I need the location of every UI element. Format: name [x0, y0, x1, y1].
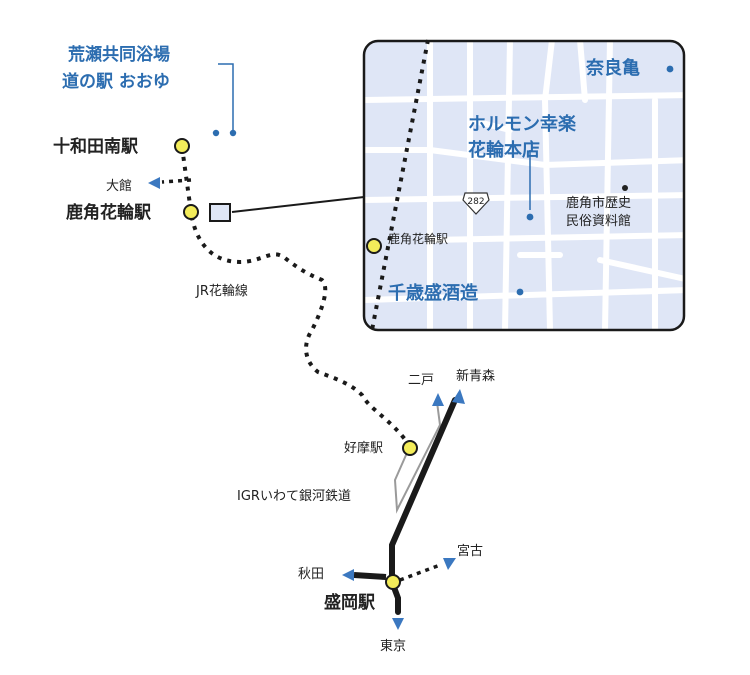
morioka-station-marker: [385, 574, 401, 590]
tokyo-label: 東京: [380, 639, 407, 654]
morioka-label: 盛岡駅: [324, 593, 375, 613]
nohe-arrow: [432, 393, 444, 406]
museum-label-1: 鹿角市歴史: [566, 196, 632, 211]
route-282-label: 282: [467, 197, 484, 207]
horumon-marker: [526, 213, 534, 221]
kazuno-hanawa-label: 鹿角花輪駅: [66, 203, 151, 223]
inset-streets: [364, 41, 684, 330]
miyako-arrow: [443, 558, 456, 570]
arase-spa-marker: [229, 129, 237, 137]
akita-arrow: [342, 569, 354, 581]
igr-label: IGRいわて銀河鉄道: [237, 489, 351, 504]
shinkansen-north: [389, 397, 458, 585]
inset-map: 282: [362, 39, 686, 332]
shin-aomori-label: 新青森: [456, 369, 496, 384]
route-282-shield: [462, 192, 490, 215]
michinoeki-label: 道の駅 おおゆ: [62, 72, 170, 92]
miyako-branch: [399, 563, 441, 582]
michinoeki-marker: [212, 129, 220, 137]
nohe-label: 二戸: [408, 373, 435, 388]
horumon-label-1: ホルモン幸楽: [468, 114, 576, 135]
naragame-marker: [666, 65, 674, 73]
odate-arrow: [148, 177, 160, 189]
museum-marker: [622, 185, 628, 191]
koma-station-marker: [402, 440, 418, 456]
akita-line: [353, 572, 387, 580]
onsen-leader: [218, 63, 234, 130]
museum-label-2: 民俗資料館: [566, 214, 632, 229]
shin-aomori-arrow: [452, 389, 465, 404]
miyako-label: 宮古: [457, 544, 484, 559]
akita-label: 秋田: [298, 567, 325, 582]
odate-label: 大館: [106, 179, 133, 194]
towadaminami-label: 十和田南駅: [53, 137, 138, 157]
inset-locator-box: [209, 203, 231, 222]
inset-hanawa-station-marker: [366, 238, 382, 254]
kazuno-hanawa-station-marker: [183, 204, 199, 220]
hanawa-line: [180, 146, 412, 448]
hanawa-line-label: JR花輪線: [196, 284, 248, 299]
arase-spa-label: 荒瀬共同浴場: [68, 45, 170, 65]
igr-line: [393, 401, 442, 514]
inset-hanawa-station-label: 鹿角花輪駅: [388, 232, 449, 246]
koma-label: 好摩駅: [344, 441, 384, 456]
horumon-label-2: 花輪本店: [468, 140, 540, 161]
inset-connector: [231, 196, 365, 213]
chitose-label: 千歳盛酒造: [388, 283, 478, 304]
towadaminami-station-marker: [174, 138, 190, 154]
naragame-label: 奈良亀: [586, 58, 640, 79]
tokyo-arrow: [392, 618, 404, 630]
chitose-marker: [516, 288, 524, 296]
